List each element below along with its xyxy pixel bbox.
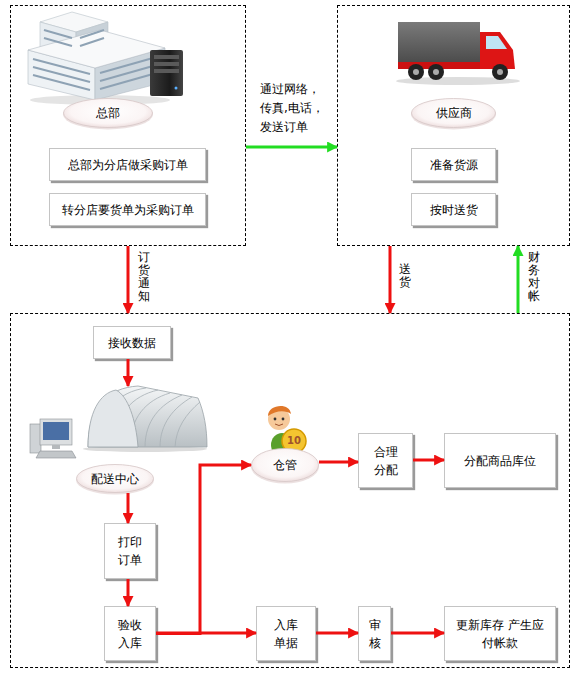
text-holder: 更新库存 产生应付帐款 (445, 607, 555, 660)
flow-arrow (127, 493, 130, 523)
flow-arrow (319, 461, 358, 464)
process-box: 审核 (358, 606, 391, 661)
ellipse-fill (77, 465, 154, 493)
warehouse-hut (83, 386, 207, 452)
group-frame: 接收数据配送中心打印订单验收入库 仓管 合理分配 分配商品库位入库单据 审核 更新库存 产… (10, 313, 570, 668)
process-box: 合理分配 (358, 433, 413, 488)
node-label: 审核 (367, 616, 382, 652)
node-label: 总部为分店做采购订单 (68, 156, 188, 174)
ellipse-node: 供应商 (411, 98, 496, 128)
process-box: 入库单据 (256, 606, 316, 661)
flow-arrow (517, 246, 520, 313)
flow-arrow (389, 246, 392, 313)
process-box: 准备货源 (411, 148, 496, 181)
text-holder: 按时送货 (412, 194, 495, 225)
text-holder: 接收数据 (94, 327, 170, 358)
ellipse-fill (412, 99, 496, 128)
node-label: 分配商品库位 (464, 452, 536, 470)
process-box: 打印订单 (104, 523, 156, 579)
text-holder: 打印订单 (105, 524, 155, 578)
desktop-computer (30, 419, 76, 458)
group-frame: 总部总部为分店做采购订单转分店要货单为采购订单 (10, 5, 246, 246)
node-label: 仓管 (273, 456, 297, 474)
ellipse-node: 仓管 (251, 448, 319, 482)
office-building (28, 12, 170, 105)
node-label: 打印订单 (117, 533, 143, 569)
ellipse-shadow (76, 466, 154, 495)
edge-label: 财务对帐 (527, 251, 540, 303)
flow-arrow (391, 632, 444, 635)
node-label: 总部 (96, 104, 120, 122)
node-label: 更新库存 产生应付帐款 (451, 616, 549, 652)
text-holder: 合理分配 (359, 434, 412, 487)
text-holder: 总部 (63, 98, 153, 128)
text-holder: 转分店要货单为采购订单 (50, 194, 205, 225)
process-box: 分配商品库位 (444, 433, 556, 488)
flow-arrow (127, 579, 130, 606)
process-box: 验收入库 (104, 606, 156, 661)
ellipse-node: 总部 (63, 98, 153, 128)
process-box: 接收数据 (93, 326, 171, 359)
flow-arrow (316, 632, 358, 635)
node-label: 配送中心 (91, 470, 139, 488)
group-frame: 供应商准备货源按时送货 (337, 5, 570, 246)
edge-label: 通过网络， 传真,电话， 发送订单 (260, 80, 332, 137)
process-box: 更新库存 产生应付帐款 (444, 606, 556, 661)
flow-arrow (156, 465, 251, 634)
edge-label: 订货通知 (137, 251, 150, 303)
flow-arrow (156, 632, 256, 635)
ellipse-fill (64, 99, 153, 128)
process-box: 转分店要货单为采购订单 (49, 193, 206, 226)
ellipse-node: 配送中心 (31, 386, 211, 493)
coin-value: 10 (282, 433, 306, 449)
ellipse-shadow (411, 100, 496, 130)
flow-arrow (127, 246, 130, 313)
node-label: 准备货源 (430, 156, 478, 174)
process-box: 按时送货 (411, 193, 496, 226)
flow-arrow (127, 359, 130, 386)
node-label: 接收数据 (108, 334, 156, 352)
ellipse-shadow (251, 450, 319, 484)
edge-label: 送货 (398, 263, 411, 289)
text-holder: 总部为分店做采购订单 (50, 149, 205, 180)
text-holder: 准备货源 (412, 149, 495, 180)
node-label: 入库单据 (273, 616, 299, 652)
node-label: 按时送货 (430, 201, 478, 219)
text-holder: 审核 (359, 607, 390, 660)
node-label: 验收入库 (117, 616, 143, 652)
text-holder: 仓管 (251, 448, 319, 482)
text-holder: 入库单据 (257, 607, 315, 660)
ellipse-fill (252, 449, 319, 482)
flow-arrow (246, 146, 337, 149)
text-holder: 分配商品库位 (445, 434, 555, 487)
text-holder: 供应商 (411, 98, 496, 128)
server-tower (150, 50, 183, 96)
text-holder: 配送中心 (76, 464, 154, 493)
node-label: 合理分配 (373, 443, 398, 479)
ellipse-shadow (63, 100, 153, 130)
delivery-truck (396, 22, 520, 85)
process-box: 总部为分店做采购订单 (49, 148, 206, 181)
node-label: 转分店要货单为采购订单 (62, 201, 194, 219)
node-label: 供应商 (436, 104, 472, 122)
flow-arrow (413, 459, 444, 462)
text-holder: 验收入库 (105, 607, 155, 660)
